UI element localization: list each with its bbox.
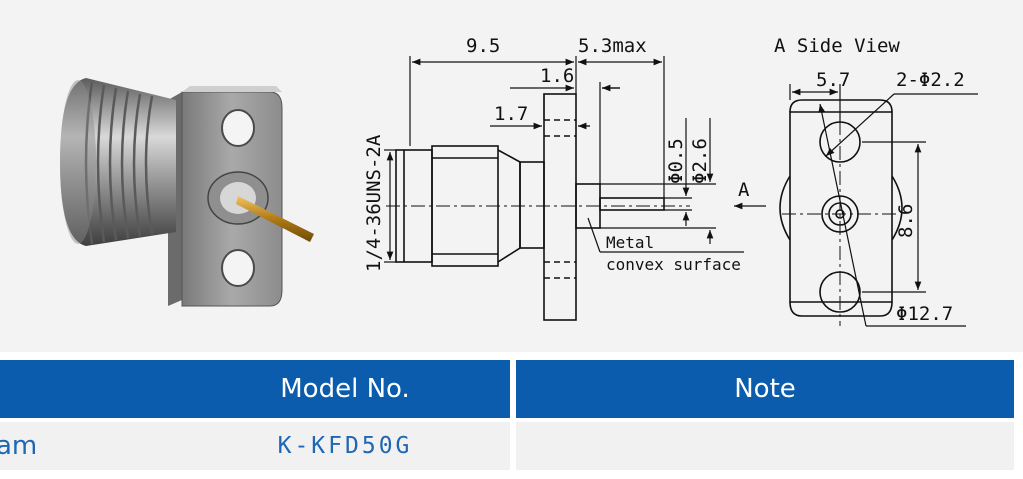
dim-hole-spacing: 8.6	[895, 204, 917, 238]
dim-pin-length: 5.3max	[578, 35, 647, 57]
dim-thread: 1/4-36UNS-2A	[363, 134, 385, 272]
dim-step: 1.7	[494, 103, 528, 125]
header-note: Note	[516, 360, 1014, 418]
callout-line1: Metal	[606, 233, 654, 252]
a-side-view-drawing	[779, 96, 903, 326]
dim-total-length: 9.5	[466, 35, 500, 57]
drawing-panel: 9.5 5.3max 1.6 1.7 1/4-36UNS-2A Φ0.5 Φ2.…	[0, 0, 1023, 352]
a-side-view-labels: A Side View 5.7 2-Φ2.2 8.6 Φ12.7	[774, 35, 965, 325]
side-dimension-labels: 9.5 5.3max 1.6 1.7 1/4-36UNS-2A Φ0.5 Φ2.…	[363, 35, 750, 274]
a-side-view-dimensions	[789, 84, 978, 327]
side-dimensions	[384, 56, 766, 263]
spec-table: Model No. Note am K-KFD50G	[0, 360, 1023, 479]
dim-pin-dia: Φ0.5	[665, 138, 687, 184]
dim-holes: 2-Φ2.2	[896, 69, 965, 91]
dim-hole-offset: 5.7	[816, 69, 850, 91]
row-model-cell: K-KFD50G	[180, 422, 510, 470]
dim-flange-thickness: 1.6	[540, 65, 574, 87]
header-cell-stub	[0, 360, 180, 418]
connector-3d-render	[60, 78, 314, 307]
dim-flange-dia: Φ12.7	[896, 303, 953, 325]
view-arrow-label: A	[738, 179, 750, 201]
side-view-title: A Side View	[774, 35, 900, 57]
row-note-cell	[516, 422, 1014, 470]
row-label-cell: am	[0, 422, 180, 470]
header-model: Model No.	[180, 360, 510, 418]
dim-insulator-dia: Φ2.6	[689, 138, 711, 184]
connector-drawing: 9.5 5.3max 1.6 1.7 1/4-36UNS-2A Φ0.5 Φ2.…	[60, 35, 978, 327]
callout-line2: convex surface	[606, 255, 741, 274]
row-label-text: am	[0, 431, 38, 461]
side-elevation-drawing	[386, 93, 690, 321]
